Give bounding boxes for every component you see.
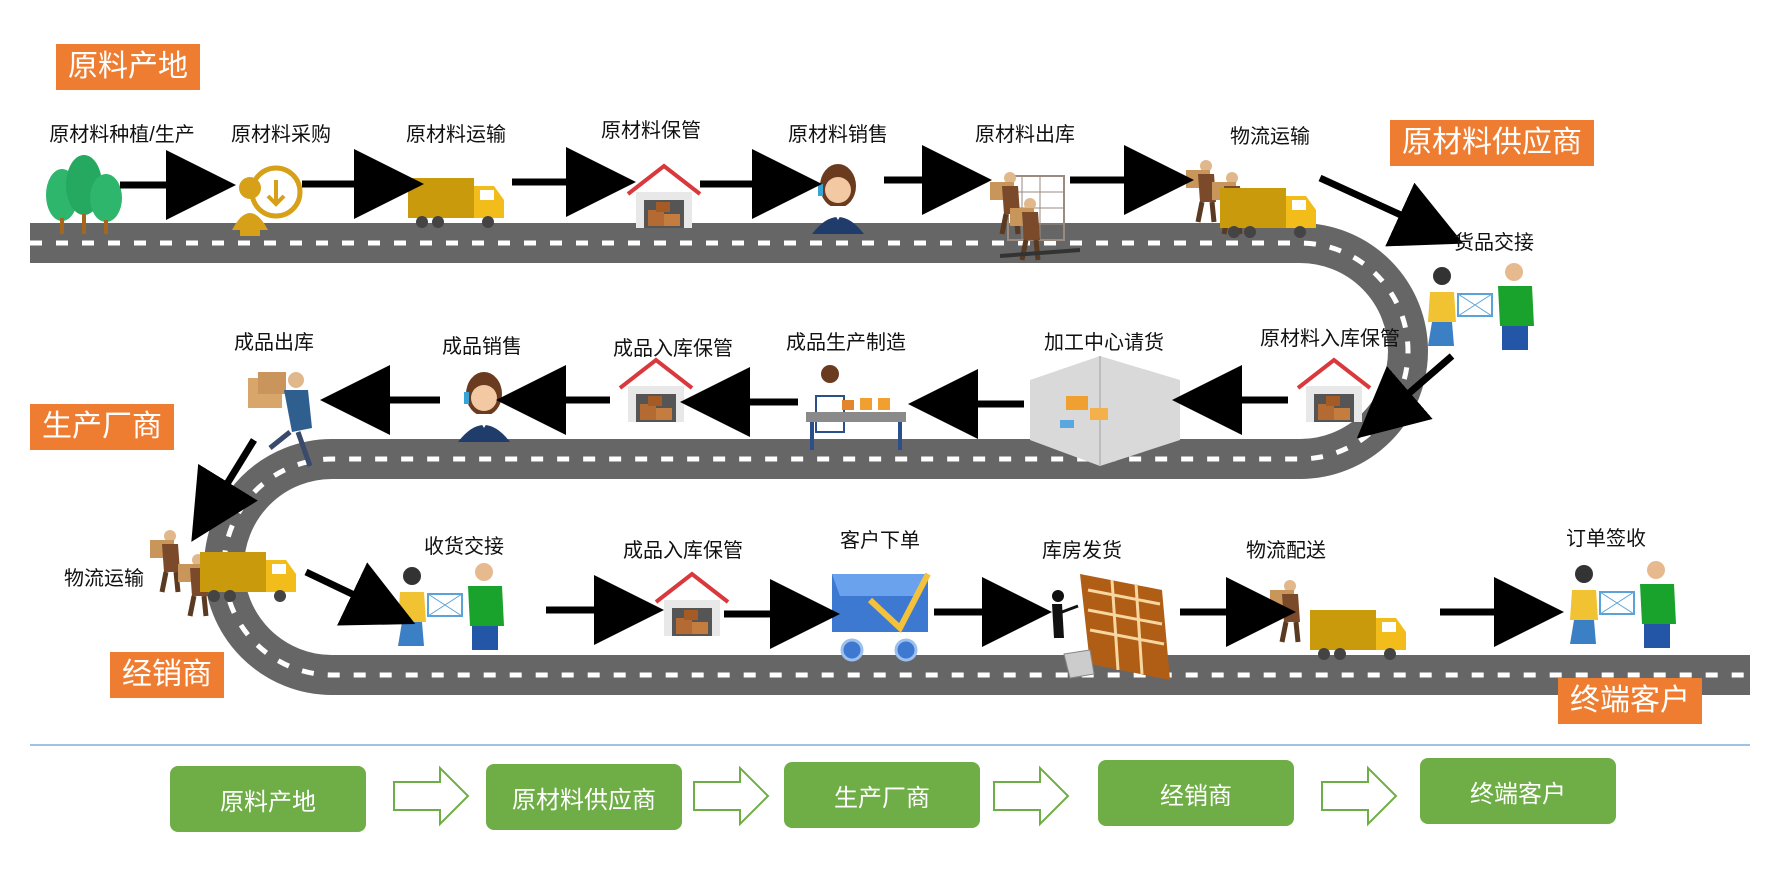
step-label: 原材料运输	[406, 124, 506, 146]
warehouse-workers-icon	[990, 172, 1081, 260]
step-label: 原材料种植/生产	[49, 124, 195, 146]
shopping-cart-icon	[832, 572, 931, 662]
warehouse-icon	[654, 572, 730, 638]
handshake-icon	[1427, 262, 1535, 351]
stage-tag-origin: 原料产地	[56, 44, 200, 90]
courier-icon	[150, 530, 180, 592]
step-label: 原材料入库保管	[1260, 328, 1400, 350]
warehouse-icon	[1296, 358, 1372, 424]
footer-stage-customer: 终端客户	[1420, 758, 1616, 824]
stage-tag-distributor: 经销商	[110, 652, 224, 698]
stage-tag-manufacturer: 生产厂商	[30, 404, 174, 450]
step-label: 客户下单	[840, 530, 920, 552]
handshake-icon	[397, 562, 505, 651]
step-label: 库房发货	[1042, 540, 1122, 562]
step-label: 成品销售	[442, 336, 522, 358]
stage-tag-customer: 终端客户	[1558, 678, 1702, 724]
step-label: 物流配送	[1246, 540, 1326, 562]
footer-arrows	[393, 765, 1398, 827]
step-label: 原材料采购	[231, 124, 331, 146]
truck-icon	[1310, 610, 1406, 660]
step-label: 成品出库	[234, 332, 314, 354]
production-line-icon	[806, 365, 906, 450]
step-label: 加工中心请货	[1044, 332, 1164, 354]
step-label: 原材料销售	[788, 124, 888, 146]
footer-stage-manufacturer: 生产厂商	[784, 762, 980, 828]
shelf-shipping-icon	[1052, 574, 1170, 680]
courier-icon	[1270, 580, 1300, 642]
trees-icon	[46, 155, 122, 234]
warehouse-icon	[618, 358, 694, 424]
step-label: 原材料保管	[601, 120, 701, 142]
step-label: 物流运输	[64, 568, 144, 590]
processing-center-icon	[1030, 356, 1180, 466]
step-label: 成品生产制造	[786, 332, 906, 354]
sales-operator-icon	[458, 372, 510, 442]
stage-tag-supplier: 原材料供应商	[1390, 120, 1594, 166]
step-label: 货品交接	[1454, 232, 1534, 254]
step-label: 收货交接	[424, 536, 504, 558]
divider	[30, 744, 1750, 746]
footer-stage-distributor: 经销商	[1098, 760, 1294, 826]
step-label: 订单签收	[1566, 528, 1646, 550]
footer-stage-origin: 原料产地	[170, 766, 366, 832]
footer-stage-supplier: 原材料供应商	[486, 764, 682, 830]
handshake-icon	[1569, 560, 1677, 649]
step-label: 成品入库保管	[623, 540, 743, 562]
purchase-person-icon	[232, 165, 303, 236]
worker-with-box-icon	[248, 372, 313, 467]
step-label: 成品入库保管	[613, 338, 733, 360]
step-label: 原材料出库	[975, 124, 1075, 146]
courier-icon	[1186, 160, 1216, 222]
step-label: 物流运输	[1230, 126, 1310, 148]
warehouse-icon	[626, 164, 702, 230]
truck-icon	[408, 178, 504, 228]
